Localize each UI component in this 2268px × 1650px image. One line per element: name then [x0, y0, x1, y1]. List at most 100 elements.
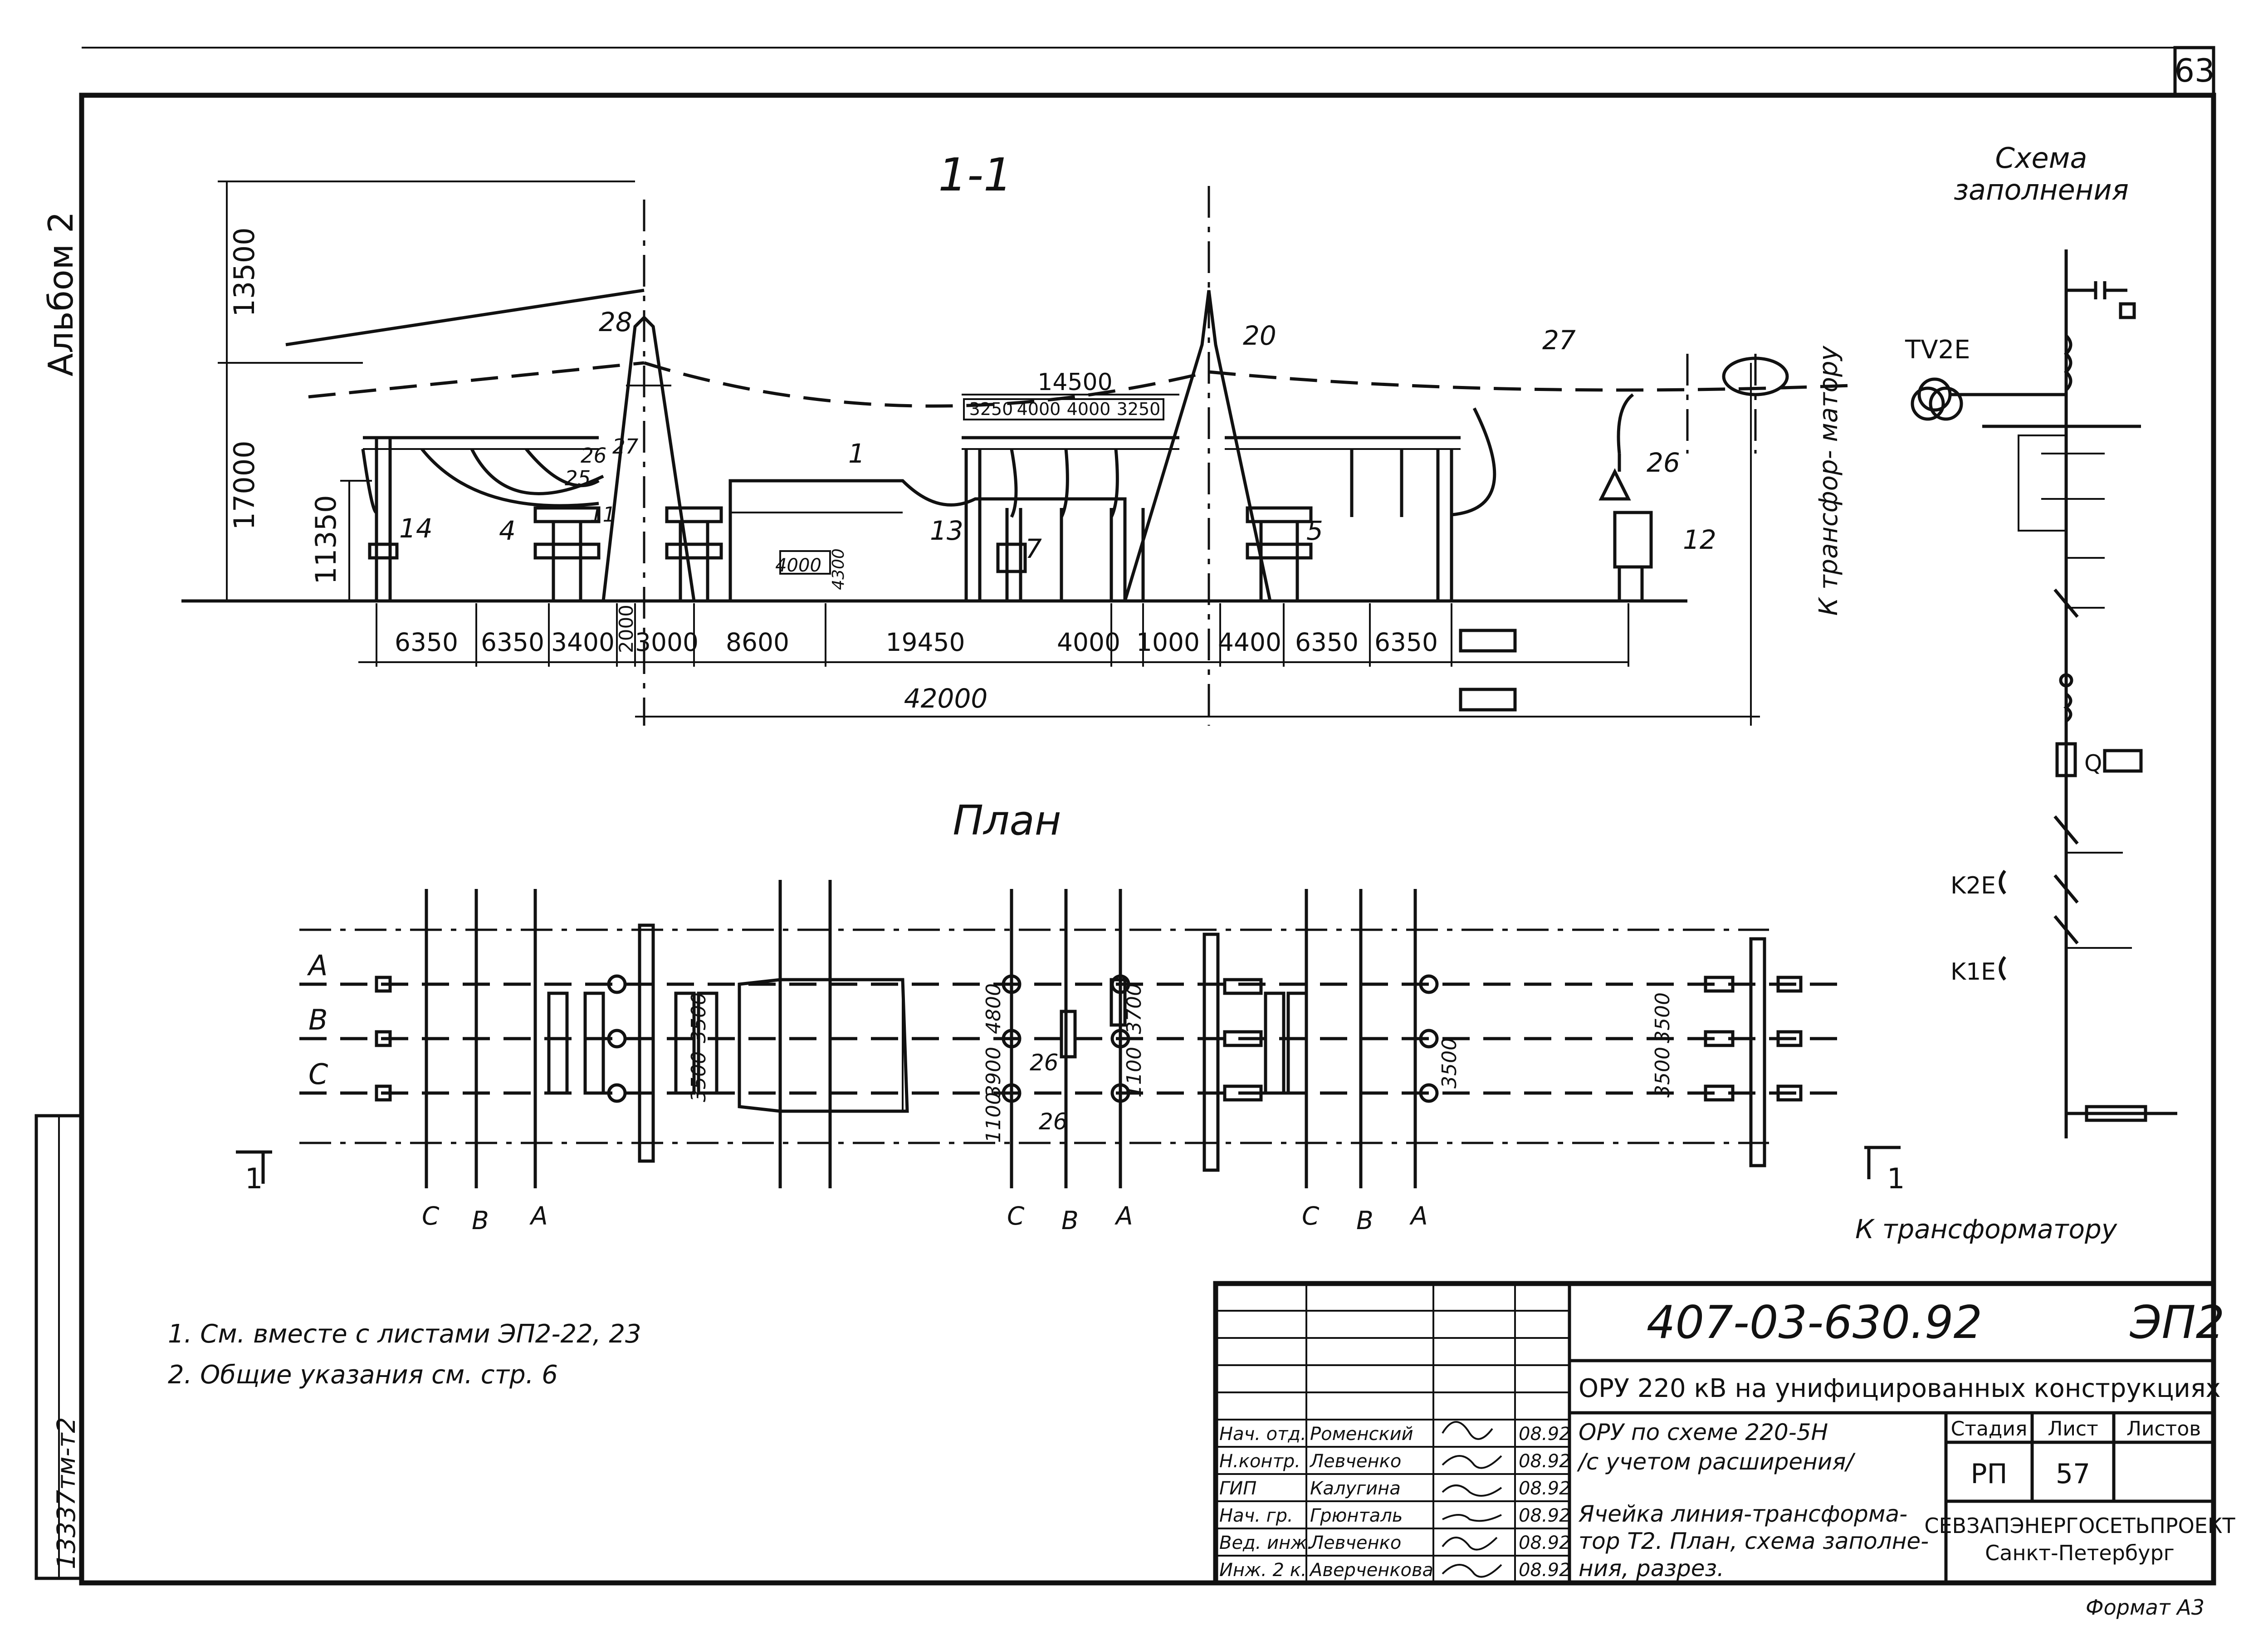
sheet-number: 63 — [2174, 52, 2214, 89]
sig-date-3: 08.92 — [1519, 1478, 1571, 1499]
item-25-left: 25 — [565, 466, 591, 490]
dim-4400: 4400 — [1218, 628, 1281, 657]
item-11: 11 — [590, 503, 616, 527]
section-marker-right: 1 — [1887, 1162, 1905, 1195]
sig-date-5: 08.92 — [1519, 1533, 1571, 1553]
height-17000: 17000 — [228, 440, 261, 530]
doc-code: 407-03-630.92 — [1647, 1296, 1982, 1349]
height-11350: 11350 — [309, 495, 342, 584]
dim-1000: 1000 — [1136, 628, 1200, 657]
plan-item-26-a: 26 — [1030, 1050, 1059, 1076]
plan-dim-3500-c: 3500 — [1438, 1038, 1461, 1089]
plan-portal-left — [638, 923, 655, 1163]
signature-marks — [1442, 1421, 1502, 1578]
title-block: Нач. отд. Роменский 08.92 Н.контр. Левче… — [1213, 1281, 2236, 1586]
item-27-right: 27 — [1542, 325, 1576, 356]
plan-bottom-b-3: В — [1356, 1206, 1374, 1235]
sig-role-2: Н.контр. — [1219, 1451, 1300, 1472]
plan-bottom-b-2: В — [1061, 1206, 1079, 1235]
plan-portal-right — [1749, 937, 1766, 1167]
plan-view: План А В С 1 1 — [236, 797, 2117, 1245]
sheet-code: ЭП2 — [2130, 1296, 2225, 1349]
dim-19450: 19450 — [886, 628, 965, 657]
plan-bottom-c-2: С — [1007, 1201, 1025, 1230]
dim-2000: 2000 — [615, 605, 637, 653]
dim-4000-a: 4000 — [1017, 399, 1061, 419]
plan-bottom-a-3: А — [1409, 1201, 1428, 1230]
to-transformer-bottom: К трансформатору — [1855, 1214, 2117, 1245]
item-7: 7 — [1025, 533, 1042, 564]
dim-6350-b: 6350 — [481, 628, 544, 657]
dim-3250-b: 3250 — [1117, 399, 1161, 419]
dim-3000: 3000 — [635, 628, 699, 657]
plan-dim-3500-a: 3500 — [687, 992, 710, 1043]
sig-role-4: Нач. гр. — [1219, 1505, 1293, 1526]
item-12: 12 — [1683, 524, 1716, 555]
item-28: 28 — [599, 307, 632, 337]
sig-name-3: Калугина — [1310, 1478, 1401, 1499]
note-2: 2. Общие указания см. стр. 6 — [168, 1360, 558, 1390]
item-26-left: 26 — [581, 444, 606, 468]
sig-date-2: 08.92 — [1519, 1451, 1571, 1472]
sig-date-4: 08.92 — [1519, 1505, 1571, 1526]
dim-14500: 14500 — [1037, 369, 1112, 396]
inventory-number: 13337тм-т2 — [52, 1417, 81, 1569]
plan-portal-center — [1202, 932, 1220, 1172]
item-26-right: 26 — [1647, 447, 1680, 478]
item-14: 14 — [399, 513, 433, 544]
dim-6350-d: 6350 — [1374, 628, 1438, 657]
plan-bottom-a-2: А — [1114, 1201, 1133, 1230]
sig-name-5: Левченко — [1309, 1533, 1401, 1553]
plan-bottom-c-1: С — [422, 1201, 440, 1230]
plan-dim-1100-a: 1100 — [1123, 1047, 1146, 1098]
subtitle-2: /с учетом расширения/ — [1577, 1449, 1856, 1475]
plan-dim-3500-d: 3500 — [1651, 1047, 1674, 1098]
item-1: 1 — [848, 438, 865, 469]
item-5: 5 — [1306, 515, 1323, 546]
dim-3400: 3400 — [551, 628, 615, 657]
desc-2: тор Т2. План, схема заполне- — [1579, 1528, 1929, 1554]
scheme-title-2: заполнения — [1954, 173, 2129, 206]
dim-6350-c: 6350 — [1295, 628, 1359, 657]
format-label: Формат А3 — [2086, 1595, 2204, 1620]
scheme-tv2e: TV2E — [1905, 335, 1970, 365]
sheets-header: Листов — [2126, 1417, 2201, 1440]
to-transformer-vertical: К трансфор- матору — [1814, 346, 1843, 616]
sig-name-1: Роменский — [1310, 1424, 1413, 1445]
album-label: Альбом 2 — [41, 211, 81, 376]
dim-4300-small: 4300 — [829, 548, 848, 590]
plan-dim-3500-b: 3500 — [687, 1051, 710, 1102]
scheme-title-1: Схема — [1995, 142, 2087, 175]
plan-bottom-c-3: С — [1302, 1201, 1320, 1230]
item-4: 4 — [499, 515, 516, 546]
plan-phase-b: В — [308, 1003, 328, 1036]
plan-dim-3700: 3700 — [1123, 983, 1146, 1034]
org-name: СЕВЗАПЭНЕРГОСЕТЬПРОЕКТ — [1924, 1513, 2235, 1538]
sheet-value: 57 — [2056, 1458, 2090, 1490]
portal-tower-center — [1123, 290, 1272, 602]
section-marker-left: 1 — [245, 1162, 263, 1195]
desc-1: Ячейка линия-трансформа- — [1578, 1501, 1907, 1527]
org-city: Санкт-Петербург — [1985, 1541, 2175, 1565]
plan-bottom-a-1: А — [529, 1201, 548, 1230]
subtitle-1: ОРУ по схеме 220-5Н — [1579, 1419, 1828, 1445]
dim-6350-a: 6350 — [395, 628, 458, 657]
note-1: 1. См. вместе с листами ЭП2-22, 23 — [168, 1319, 641, 1349]
scheme-k2e: K2E — [1950, 872, 1996, 899]
sig-role-6: Инж. 2 к. — [1219, 1560, 1307, 1581]
scheme-q: Q — [2084, 750, 2102, 776]
item-27-left: 27 — [612, 434, 639, 459]
sig-role-1: Нач. отд. — [1219, 1424, 1306, 1445]
single-line-scheme: Схема заполнения TV2E Q K2E K1E — [1905, 142, 2177, 1138]
plan-item-26-b: 26 — [1039, 1108, 1068, 1135]
section-title: 1-1 — [938, 148, 1012, 201]
height-13500: 13500 — [228, 227, 261, 317]
overhead-wire — [643, 361, 1851, 408]
dim-8600: 8600 — [726, 628, 789, 657]
scheme-k1e: K1E — [1950, 958, 1996, 986]
dim-4000-small: 4000 — [775, 555, 821, 576]
plan-dim-3500-e: 3500 — [1651, 992, 1674, 1043]
circuit-breaker-body — [728, 479, 1127, 603]
desc-3: ния, разрез. — [1579, 1555, 1724, 1582]
